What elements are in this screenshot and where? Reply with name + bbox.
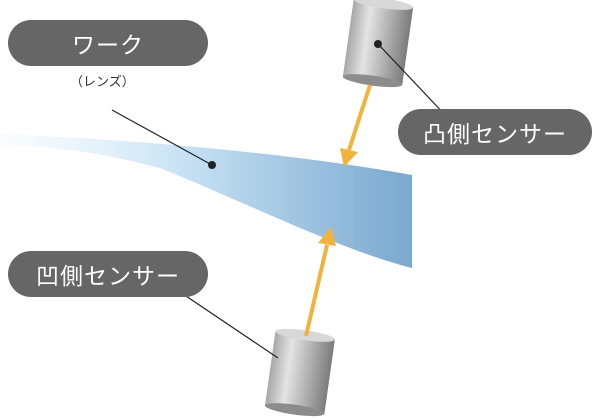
concave-beam-arrow-icon: [304, 227, 336, 337]
convex-beam-arrow-icon: [340, 84, 372, 167]
convex-sensor-label: 凸側センサー: [398, 109, 592, 155]
concave-sensor-label: 凹側センサー: [8, 251, 208, 297]
work-sub-label: （レンズ）: [70, 75, 135, 90]
concave-leader-line: [179, 291, 279, 359]
lens-workpiece: [0, 134, 412, 268]
convex-leader-line: [377, 43, 449, 119]
concave-sensor-cylinder-icon: [264, 328, 335, 417]
work-label: ワーク: [8, 20, 208, 66]
work-leader-line: [111, 109, 213, 166]
work-point: [208, 161, 216, 169]
